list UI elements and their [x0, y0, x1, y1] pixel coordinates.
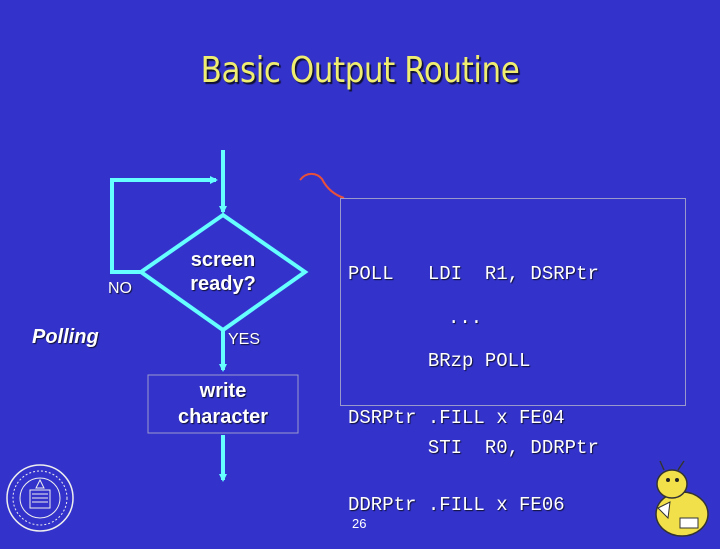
annotation-curve [299, 172, 345, 199]
university-seal-icon [6, 464, 74, 532]
code-box [340, 198, 686, 406]
polling-loop-arrow [110, 176, 218, 274]
action-box [147, 374, 299, 434]
code-block-data: DSRPtr .FILL x FE04 DDRPtr .FILL x FE06 [348, 346, 565, 549]
action-line-1: write [199, 380, 247, 402]
page-number: 26 [352, 516, 367, 531]
code-line: DDRPtr .FILL x FE06 [348, 494, 565, 516]
action-text: write character [148, 378, 298, 430]
code-block-routine: POLL LDI R1, DSRPtr BRzp POLL STI R0, DD… [348, 202, 599, 492]
yes-label: YES [228, 331, 261, 348]
code-ellipsis: ... [448, 307, 483, 329]
code-line: POLL LDI R1, DSRPtr [348, 263, 599, 285]
action-line-2: character [177, 406, 269, 428]
code-line: DSRPtr .FILL x FE04 [348, 407, 565, 429]
slide-title: Basic Output Routine [200, 50, 520, 91]
decision-line-1: screen [190, 249, 256, 271]
no-label: NO [108, 280, 132, 297]
code-line: STI R0, DDRPtr [348, 437, 599, 459]
decision-line-2: ready? [190, 273, 256, 295]
mascot-icon [655, 460, 709, 537]
polling-label: Polling [32, 326, 99, 348]
code-line: BRzp POLL [348, 350, 531, 372]
decision-text: screen ready? [176, 248, 270, 296]
flow-lines [110, 150, 309, 482]
